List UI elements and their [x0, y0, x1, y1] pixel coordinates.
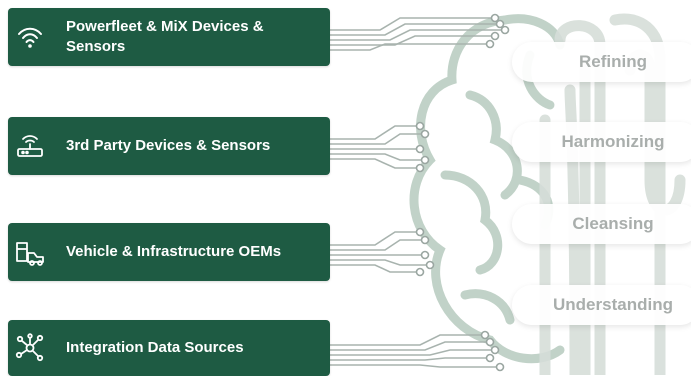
- source-label: 3rd Party Devices & Sensors: [66, 137, 271, 154]
- source-label: Powerfleet & MiX Devices & Sensors: [66, 18, 264, 55]
- circuit-nodes: [415, 13, 510, 372]
- stage-pill-refining: Refining: [512, 42, 691, 82]
- wifi-icon: [8, 23, 52, 51]
- router-icon: [8, 131, 52, 161]
- vehicle-infrastructure-icon: [8, 237, 52, 267]
- source-label: Integration Data Sources: [66, 339, 244, 356]
- stage-pill-understanding: Understanding: [512, 285, 691, 325]
- source-label: Vehicle & Infrastructure OEMs: [66, 243, 282, 260]
- source-box-third-party: 3rd Party Devices & Sensors: [8, 117, 330, 175]
- network-nodes-icon: [8, 333, 52, 363]
- source-box-integration: Integration Data Sources: [8, 320, 330, 376]
- stage-label: Cleansing: [572, 214, 654, 233]
- circuit-traces: [330, 17, 505, 368]
- source-box-powerfleet-mix: Powerfleet & MiX Devices & Sensors: [8, 8, 330, 66]
- stage-label: Harmonizing: [561, 132, 665, 151]
- source-box-vehicle-oems: Vehicle & Infrastructure OEMs: [8, 223, 330, 281]
- stage-label: Refining: [579, 52, 647, 71]
- stage-pill-harmonizing: Harmonizing: [512, 122, 691, 162]
- stage-label: Understanding: [553, 295, 673, 314]
- stage-pill-cleansing: Cleansing: [512, 204, 691, 244]
